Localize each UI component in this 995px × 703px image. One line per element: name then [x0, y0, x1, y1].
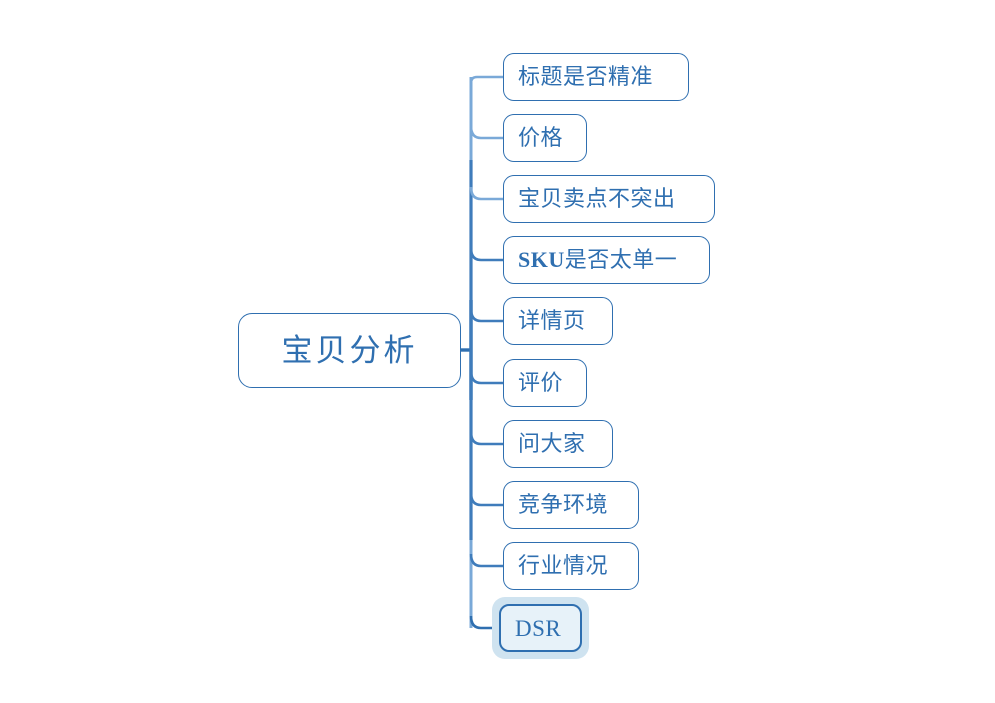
node-label: 价格	[518, 125, 564, 150]
node-reviews[interactable]: 评价	[503, 359, 587, 407]
node-label: 详情页	[518, 308, 586, 333]
connector-branch-5	[469, 370, 503, 385]
node-title-accuracy[interactable]: 标题是否精准	[503, 53, 689, 101]
connector-branch-8	[469, 553, 503, 568]
connector-branch-6	[469, 431, 503, 446]
node-competition[interactable]: 竞争环境	[503, 481, 639, 529]
connector-branch-4	[469, 308, 503, 323]
root-node[interactable]: 宝贝分析	[238, 313, 461, 388]
node-price[interactable]: 价格	[503, 114, 587, 162]
node-label: 评价	[518, 370, 564, 395]
node-label: 问大家	[518, 431, 586, 456]
node-label: 宝贝卖点不突出	[518, 186, 676, 211]
node-selling-points[interactable]: 宝贝卖点不突出	[503, 175, 715, 223]
node-label: DSR	[515, 615, 562, 641]
connector-branch-0	[469, 75, 503, 89]
node-ask-everyone[interactable]: 问大家	[503, 420, 613, 468]
node-label: 竞争环境	[518, 492, 609, 517]
connector-branch-2	[469, 186, 503, 201]
root-node-label: 宝贝分析	[281, 333, 418, 368]
node-label-cjk: 是否太单一	[564, 247, 678, 272]
node-industry-status[interactable]: 行业情况	[503, 542, 639, 590]
node-detail-page[interactable]: 详情页	[503, 297, 613, 345]
connector-branch-7	[469, 492, 503, 507]
node-label: 行业情况	[518, 553, 609, 578]
node-label: SKU是否太单一	[518, 249, 677, 271]
connector-branch-1	[469, 125, 503, 140]
connector-branch-3	[469, 247, 503, 262]
node-label-latin: SKU	[518, 247, 565, 272]
node-label: 标题是否精准	[518, 64, 654, 89]
node-sku-variety[interactable]: SKU是否太单一	[503, 236, 710, 284]
node-dsr[interactable]: DSR	[499, 604, 582, 652]
